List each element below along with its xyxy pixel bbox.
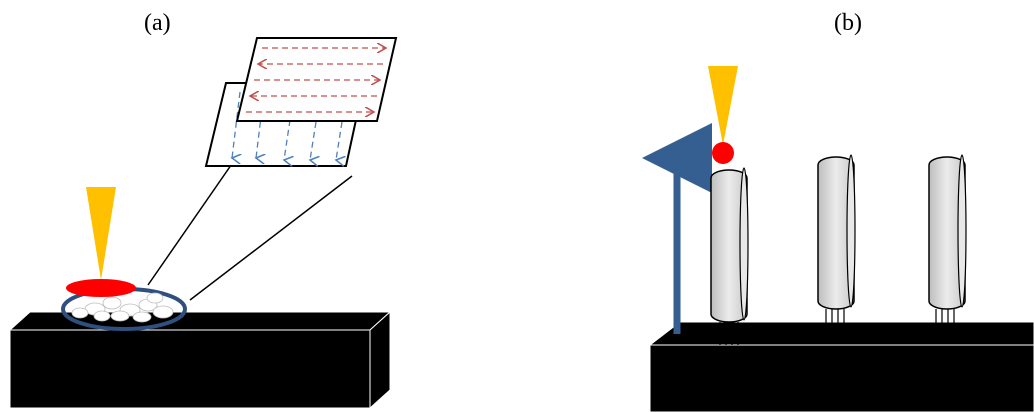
- pillar-3: [928, 154, 967, 332]
- panel-a-label: (a): [144, 10, 171, 36]
- powder-bed: [61, 287, 187, 331]
- melt-pool-a: [66, 279, 136, 297]
- panel-b: [642, 66, 1034, 412]
- melt-pool-b: [712, 142, 734, 164]
- pillar-2: [817, 154, 856, 332]
- pillar-1: [710, 167, 749, 345]
- panel-a: [8, 37, 398, 410]
- substrate-block-a: [8, 310, 392, 410]
- laser-beam-a: [86, 187, 116, 280]
- laser-beam-b: [708, 66, 738, 145]
- substrate-block-b: [648, 321, 1034, 412]
- zoom-line-2: [189, 175, 353, 301]
- scan-layer-top: [235, 37, 398, 122]
- panel-b-label: (b): [834, 10, 862, 36]
